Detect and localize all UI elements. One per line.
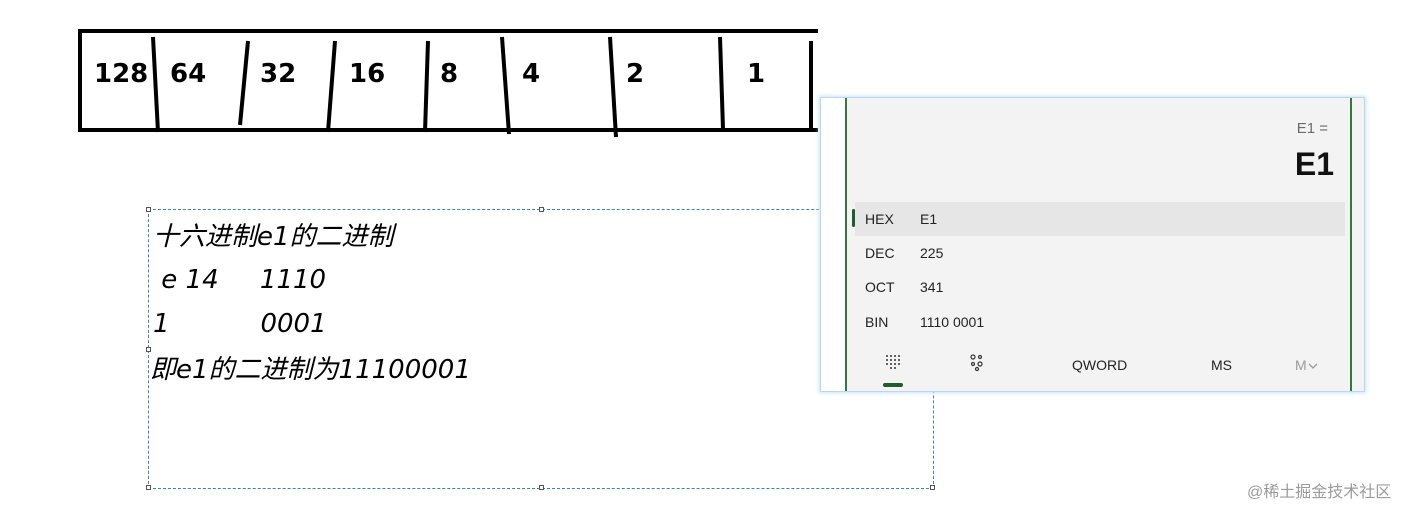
radix-value-bin: 1110 0001	[920, 314, 985, 330]
calculator-window: E1 = E1 HEX E1 DEC 225 OCT 341 BIN 1110 …	[820, 97, 1365, 392]
calculator-left-strip	[821, 98, 845, 391]
radix-value-dec: 225	[920, 245, 944, 261]
radix-label-oct: OCT	[865, 279, 895, 295]
divider-3	[326, 40, 337, 133]
word-size-button[interactable]: QWORD	[1072, 357, 1128, 373]
memory-menu-button[interactable]: M	[1295, 357, 1318, 373]
radix-row-oct[interactable]: OCT 341	[855, 270, 1345, 304]
bit-cell-32: 32	[260, 59, 297, 89]
bit-cell-4: 4	[522, 59, 541, 89]
chevron-down-icon	[1308, 363, 1318, 369]
bit-value-table: 128 64 32 16 8 4 2 1	[78, 29, 818, 138]
radix-label-bin: BIN	[865, 314, 889, 330]
bit-cell-128: 128	[94, 59, 149, 89]
divider-4	[423, 40, 430, 133]
calculator-result: E1	[1294, 146, 1334, 182]
bit-cell-16: 16	[349, 59, 386, 89]
divider-6	[608, 36, 618, 138]
note-line-title: 十六进制e1的二进制	[153, 222, 394, 252]
radix-label-dec: DEC	[865, 245, 895, 261]
resize-handle-bottom-center[interactable]	[539, 485, 544, 490]
divider-2	[238, 40, 250, 126]
watermark: @稀土掘金技术社区	[1247, 484, 1392, 501]
keypad-active-indicator	[883, 383, 903, 387]
bit-cell-2: 2	[626, 59, 645, 89]
resize-handle-top-center[interactable]	[539, 207, 544, 212]
note-line-result: 即e1的二进制为11100001	[150, 355, 471, 385]
radix-row-bin[interactable]: BIN 1110 0001	[855, 305, 1345, 339]
divider-1	[151, 36, 160, 133]
calculator-right-edge	[1350, 98, 1352, 391]
radix-selection-indicator	[852, 209, 855, 227]
resize-handle-bottom-right[interactable]	[930, 485, 935, 490]
resize-handle-middle-left[interactable]	[146, 347, 151, 352]
keypad-icon[interactable]	[885, 354, 901, 372]
resize-handle-bottom-left[interactable]	[146, 485, 151, 490]
note-line-low-nibble: 1 0001	[153, 309, 327, 339]
divider-7	[718, 36, 725, 130]
bit-table-dividers	[151, 36, 813, 138]
bit-cell-1: 1	[747, 59, 766, 89]
radix-row-hex[interactable]: HEX E1	[852, 202, 1345, 236]
divider-5	[500, 36, 511, 135]
radix-value-hex: E1	[920, 211, 938, 227]
radix-value-oct: 341	[920, 279, 944, 295]
bit-cell-8: 8	[440, 59, 459, 89]
calculator-left-edge	[845, 98, 847, 391]
radix-row-dec[interactable]: DEC 225	[855, 236, 1345, 270]
memory-store-button[interactable]: MS	[1211, 357, 1232, 373]
resize-handle-top-left[interactable]	[146, 207, 151, 212]
note-line-high-nibble: e 14 1110	[153, 265, 327, 295]
radix-label-hex: HEX	[865, 211, 894, 227]
calculator-expression: E1 =	[1296, 120, 1328, 137]
bit-cell-64: 64	[170, 59, 207, 89]
memory-menu-label: M	[1295, 357, 1307, 373]
bit-toggle-icon[interactable]	[969, 354, 985, 372]
